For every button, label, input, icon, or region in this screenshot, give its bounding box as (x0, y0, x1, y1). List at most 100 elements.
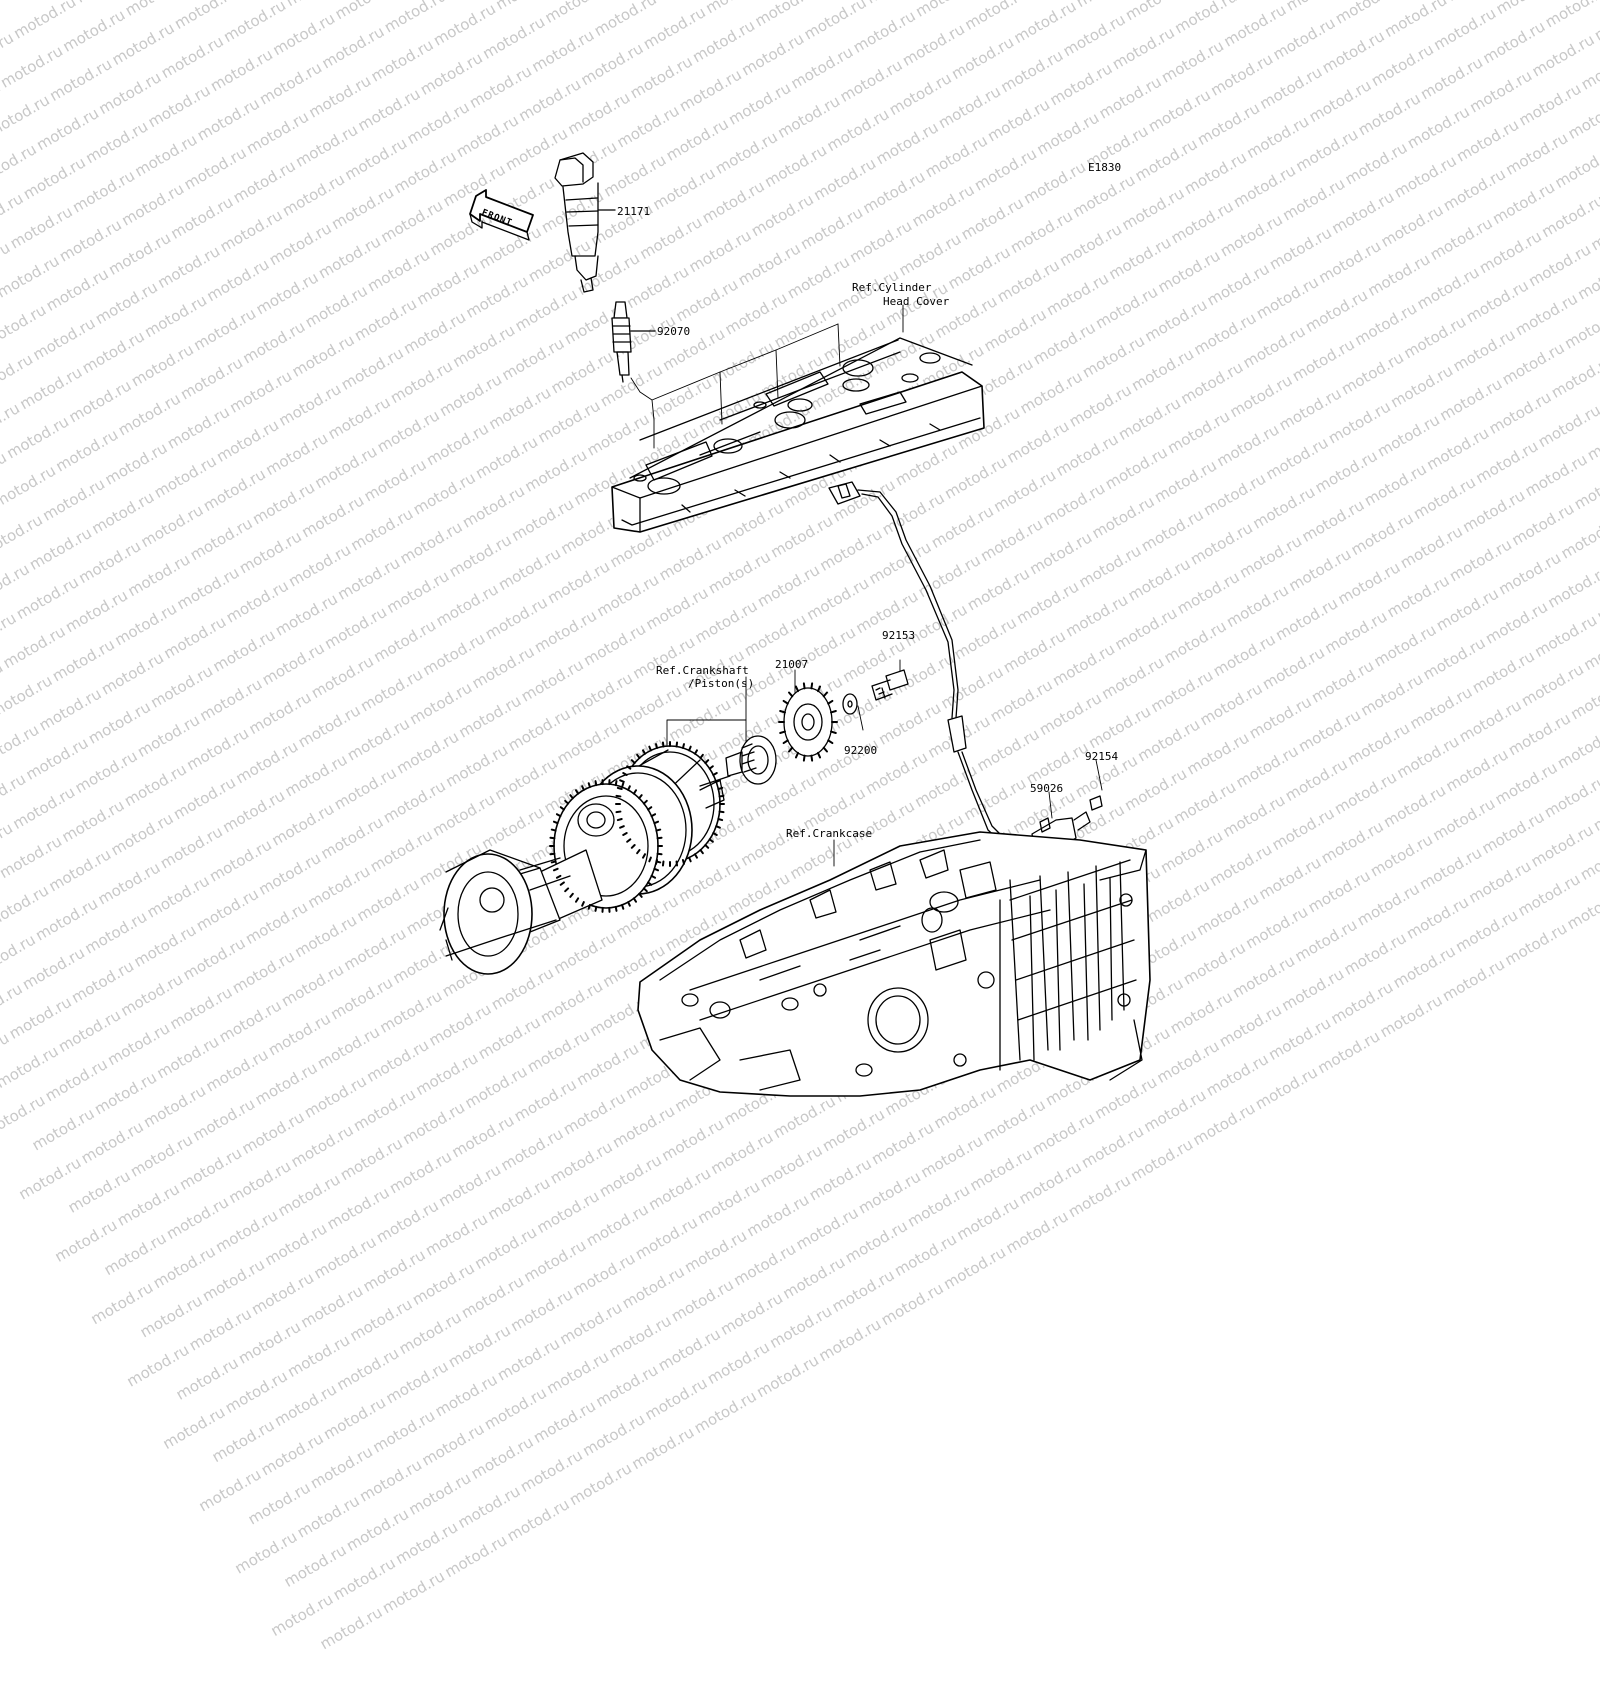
watermark-text: motod.ru (762, 1293, 842, 1360)
watermark-text: motod.ru (132, 1282, 212, 1349)
sensor-harness-59026 (829, 482, 1102, 854)
gear-tooth (716, 826, 720, 828)
gear-tooth (561, 807, 564, 809)
gear-tooth (589, 783, 590, 787)
gear-tooth (677, 862, 678, 866)
gear-tooth (628, 902, 630, 906)
crank-gear (726, 736, 776, 784)
ref-label-cylinder-head-cover-1[interactable]: Ref.Cylinder (852, 281, 931, 294)
gear-tooth (582, 786, 584, 790)
watermark-text: motod.ru (326, 1545, 406, 1612)
watermark-text: motod.ru (231, 1308, 311, 1375)
gear-tooth (718, 788, 722, 789)
watermark-text: motod.ru (342, 1286, 422, 1353)
ignition-coil-21171 (555, 153, 615, 292)
part-label-92200[interactable]: 92200 (844, 744, 877, 757)
watermark-text: motod.ru (263, 1581, 343, 1648)
part-label-59026[interactable]: 59026 (1030, 782, 1063, 795)
watermark-text: motod.ru (499, 1486, 579, 1553)
watermark-text: motod.ru (614, 1253, 694, 1320)
watermark-text: motod.ru (276, 1531, 356, 1598)
watermark-text: motod.ru (119, 1331, 199, 1398)
watermark-text: motod.ru (208, 1197, 288, 1264)
ref-label-crankshaft-2[interactable]: /Piston(s) (688, 677, 754, 690)
gear-tooth (565, 801, 568, 804)
watermark-text: motod.ru (450, 1473, 530, 1540)
gear-tooth (618, 788, 622, 789)
watermark-text: motod.ru (588, 1351, 668, 1418)
watermark-text: motod.ru (83, 1269, 163, 1336)
watermark-text: motod.ru (650, 1315, 730, 1382)
watermark-text: motod.ru (575, 1401, 655, 1468)
gear-tooth (616, 812, 620, 813)
gear-tooth (683, 860, 684, 864)
diagram-code: E1830 (1088, 161, 1121, 174)
watermark-text: motod.ru (824, 1257, 904, 1324)
watermark-text: motod.ru (467, 1214, 547, 1281)
watermark-text: motod.ru (838, 1207, 918, 1274)
ref-label-cylinder-head-cover-2[interactable]: Head Cover (883, 295, 949, 308)
watermark-text: motod.ru (490, 1325, 570, 1392)
watermark-text: motod.ru (775, 1243, 855, 1310)
watermark-text: motod.ru (280, 1322, 360, 1389)
gear-tooth (596, 907, 597, 911)
watermark-text: motod.ru (405, 1250, 485, 1317)
watermark-text: motod.ru (677, 1217, 757, 1284)
watermark-text: motod.ru (306, 1223, 386, 1290)
watermark-text: motod.ru (388, 1509, 468, 1576)
gear-tooth (663, 743, 664, 747)
part-label-92070[interactable]: 92070 (657, 325, 690, 338)
part-label-21171[interactable]: 21171 (617, 205, 650, 218)
cylinder-head-cover (612, 338, 984, 532)
gear-tooth (554, 822, 558, 823)
watermark-text: motod.ru (146, 1233, 226, 1300)
gear-tooth (654, 869, 658, 870)
gear-tooth (720, 812, 724, 813)
gear-tooth (780, 732, 785, 733)
crankcase (638, 832, 1150, 1096)
gear-tooth (552, 861, 556, 862)
gear-tooth (710, 839, 713, 841)
gear-tooth (576, 790, 578, 793)
gear-tooth (718, 819, 722, 820)
watermark-text: motod.ru (47, 1206, 127, 1273)
part-label-21007[interactable]: 21007 (775, 658, 808, 671)
gear-tooth (811, 756, 812, 761)
watermark-text: motod.ru (168, 1344, 248, 1411)
gear-tooth (643, 750, 645, 753)
gear-tooth (677, 743, 678, 747)
watermark-text: motod.ru (874, 1270, 954, 1337)
gear-tooth (663, 862, 664, 866)
watermark-text: motod.ru (686, 1378, 766, 1445)
watermark-text: motod.ru (155, 1394, 235, 1461)
gear-tooth (557, 814, 561, 816)
gear-tooth (620, 826, 624, 828)
bolt-92153 (872, 670, 908, 700)
watermark-text: motod.ru (254, 1420, 334, 1487)
watermark-text: motod.ru (339, 1495, 419, 1562)
gear-tooth (780, 711, 785, 712)
watermark-text: motod.ru (628, 1204, 708, 1271)
ref-label-crankcase[interactable]: Ref.Crankcase (786, 827, 872, 840)
gear-tooth (818, 687, 820, 692)
watermark-text: motod.ru (227, 1518, 307, 1585)
watermark-text: motod.ru (713, 1279, 793, 1346)
gear-tooth (589, 905, 590, 909)
part-label-92154[interactable]: 92154 (1085, 750, 1118, 763)
gear-tooth (656, 861, 660, 862)
watermark-text: motod.ru (257, 1210, 337, 1277)
washer-92200 (843, 694, 857, 714)
watermark-text: motod.ru (401, 1459, 481, 1526)
watermark-text: motod.ru (195, 1246, 275, 1313)
gear-tooth (796, 687, 798, 692)
watermark-text: motod.ru (244, 1259, 324, 1326)
watermark-text: motod.ru (218, 1358, 298, 1425)
gear-tooth (616, 781, 617, 785)
gear-tooth (689, 747, 691, 751)
part-label-92153[interactable]: 92153 (882, 629, 915, 642)
watermark-text: motod.ru (539, 1338, 619, 1405)
gear-tooth (831, 732, 836, 733)
ref-label-crankshaft-1[interactable]: Ref.Crankshaft (656, 664, 749, 677)
gear-tooth (713, 773, 716, 775)
